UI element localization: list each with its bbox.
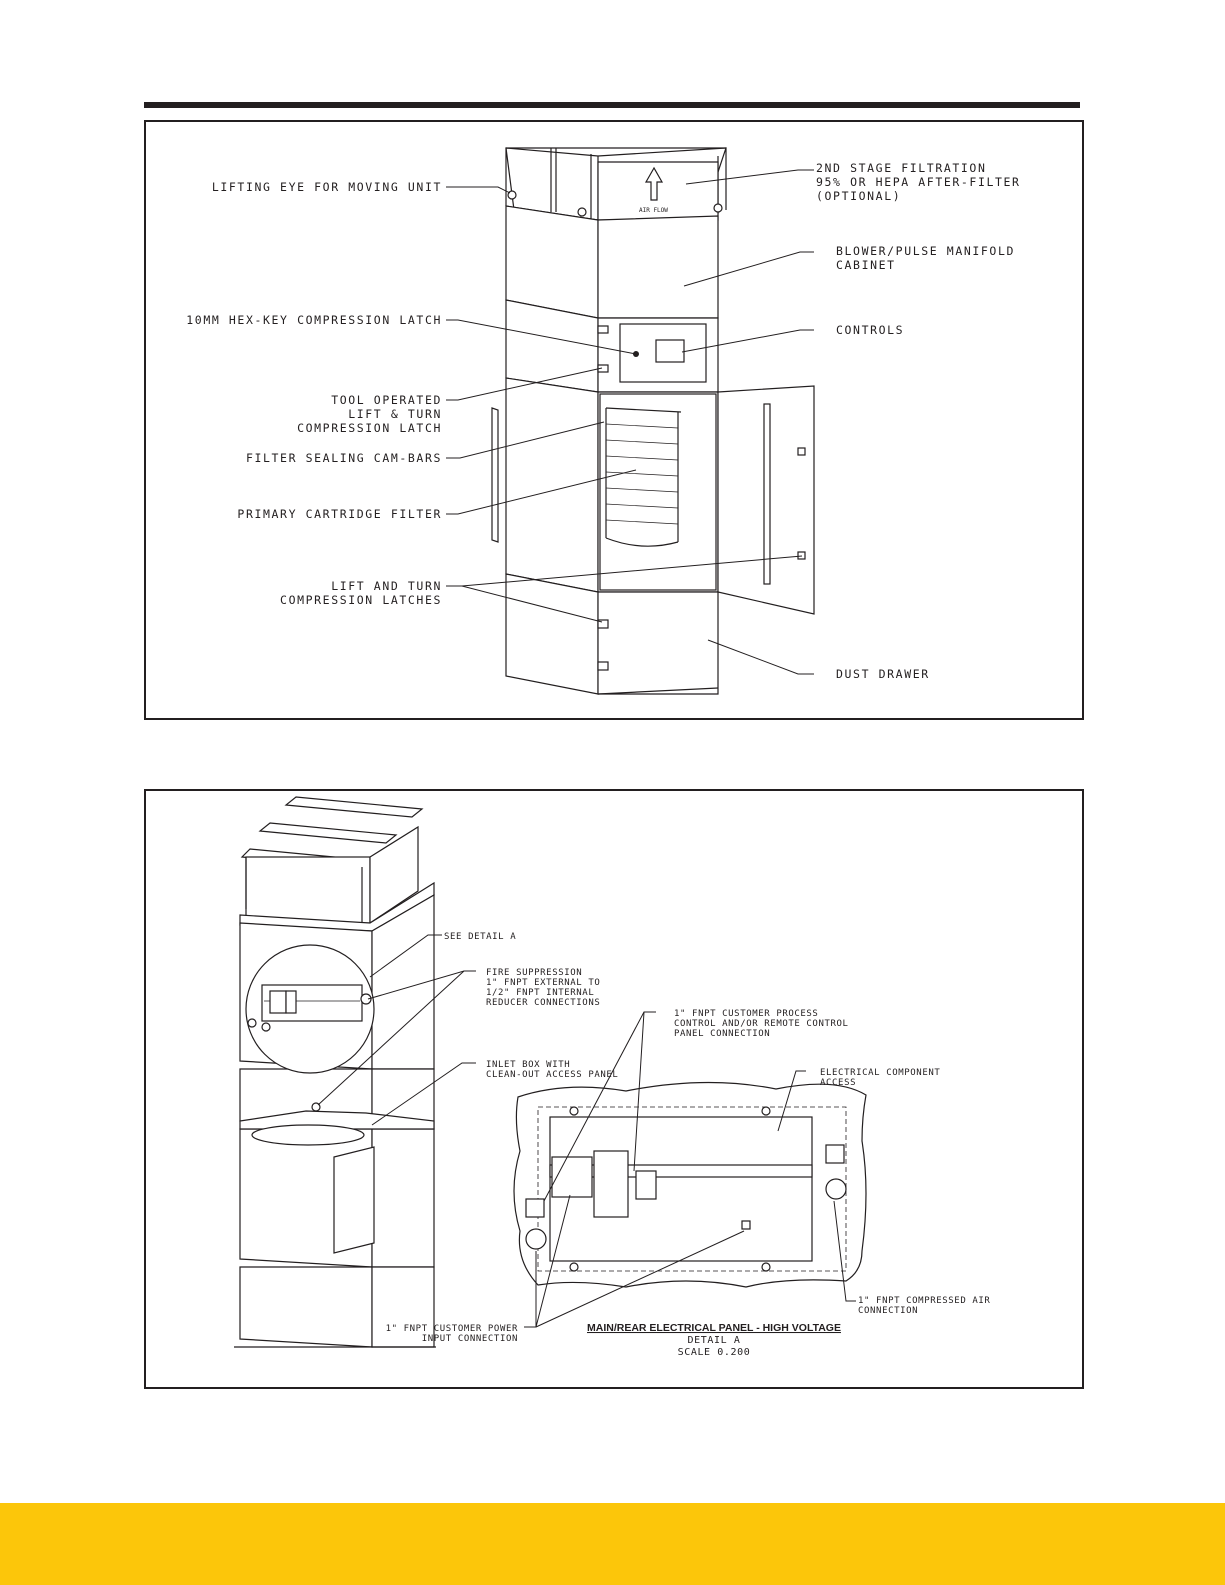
label-inlet-box-2: CLEAN-OUT ACCESS PANEL <box>486 1070 618 1080</box>
label-fire-suppression-3: 1/2" FNPT INTERNAL <box>486 988 594 998</box>
label-blower-2: CABINET <box>836 258 896 272</box>
label-cartridge: PRIMARY CARTRIDGE FILTER <box>237 507 442 521</box>
controls-section <box>505 299 719 393</box>
top-figure-drawing: AIR FLOW <box>186 147 1021 695</box>
label-lift-turn-1: LIFT AND TURN <box>331 579 442 593</box>
label-lift-turn-2: COMPRESSION LATCHES <box>280 593 442 607</box>
bottom-figure-panel: SEE DETAIL A FIRE SUPPRESSION 1" FNPT EX… <box>144 789 1084 1389</box>
label-power-input-2: INPUT CONNECTION <box>422 1334 518 1344</box>
label-fire-suppression-4: REDUCER CONNECTIONS <box>486 998 600 1008</box>
bottom-figure-drawing: SEE DETAIL A FIRE SUPPRESSION 1" FNPT EX… <box>234 796 990 1358</box>
label-process-control-3: PANEL CONNECTION <box>674 1029 770 1039</box>
label-electrical-access-2: ACCESS <box>820 1078 856 1088</box>
label-hex-key: 10MM HEX-KEY COMPRESSION LATCH <box>186 313 442 327</box>
unit-rear-view <box>234 796 436 1348</box>
top-leader-lines <box>446 169 814 675</box>
label-inlet-box-1: INLET BOX WITH <box>486 1060 570 1070</box>
detail-caption-detail: DETAIL A <box>688 1335 741 1346</box>
label-second-stage-2: 95% OR HEPA AFTER-FILTER <box>816 175 1021 189</box>
label-blower-1: BLOWER/PULSE MANIFOLD <box>836 244 1015 258</box>
label-dust-drawer: DUST DRAWER <box>836 667 930 681</box>
label-see-detail: SEE DETAIL A <box>444 932 516 942</box>
label-compressed-air-1: 1" FNPT COMPRESSED AIR <box>858 1296 990 1306</box>
label-compressed-air-2: CONNECTION <box>858 1306 918 1316</box>
bottom-leader-lines <box>317 934 856 1328</box>
blower-cabinet <box>505 205 719 319</box>
label-second-stage-1: 2ND STAGE FILTRATION <box>816 161 986 175</box>
label-tool-operated-2: LIFT & TURN <box>348 407 442 421</box>
label-process-control-2: CONTROL AND/OR REMOTE CONTROL <box>674 1019 849 1029</box>
label-fire-suppression-1: FIRE SUPPRESSION <box>486 968 582 978</box>
top-figure-panel: AIR FLOW <box>144 120 1084 720</box>
detail-caption-title: MAIN/REAR ELECTRICAL PANEL - HIGH VOLTAG… <box>587 1322 841 1334</box>
label-electrical-access-1: ELECTRICAL COMPONENT <box>820 1068 940 1078</box>
label-process-control-1: 1" FNPT CUSTOMER PROCESS <box>674 1009 818 1019</box>
label-lifting-eye: LIFTING EYE FOR MOVING UNIT <box>212 180 442 194</box>
after-filter-frame <box>505 147 727 221</box>
header-rule <box>144 102 1080 108</box>
label-fire-suppression-2: 1" FNPT EXTERNAL TO <box>486 978 600 988</box>
label-controls: CONTROLS <box>836 323 904 337</box>
footer-color-bar <box>0 1503 1225 1585</box>
detail-caption-scale: SCALE 0.200 <box>678 1347 751 1358</box>
dust-drawer <box>505 573 719 695</box>
label-cam-bars: FILTER SEALING CAM-BARS <box>246 451 442 465</box>
label-tool-operated-1: TOOL OPERATED <box>331 393 442 407</box>
label-tool-operated-3: COMPRESSION LATCH <box>297 421 442 435</box>
air-flow-label: AIR FLOW <box>639 207 668 214</box>
label-second-stage-3: (OPTIONAL) <box>816 189 901 203</box>
label-power-input-1: 1" FNPT CUSTOMER POWER <box>386 1324 518 1334</box>
detail-a-panel <box>513 1081 867 1288</box>
